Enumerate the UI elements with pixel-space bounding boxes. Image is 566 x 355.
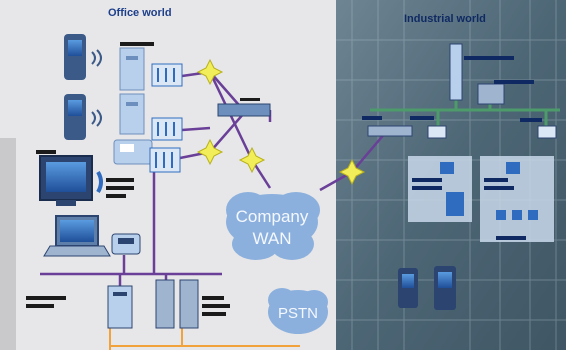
industrial-server xyxy=(477,83,505,105)
wireless-node-4 xyxy=(338,158,366,186)
industrial-title: Industrial world xyxy=(404,13,486,25)
system-phone xyxy=(113,139,153,165)
industrial-handheld-2 xyxy=(434,266,456,310)
base-station-1 xyxy=(119,47,145,91)
pstn-cloud: PSTN xyxy=(268,288,328,334)
wireless-node-1 xyxy=(196,58,224,86)
wan-label-line2: WAN xyxy=(252,229,291,248)
server-tower-3 xyxy=(179,279,199,329)
laptop xyxy=(43,215,111,257)
pbx-module-2 xyxy=(151,117,183,141)
wireless-node-2 xyxy=(196,138,224,166)
industrial-labels xyxy=(362,56,542,240)
server-tower-1 xyxy=(107,285,133,329)
industrial-switch xyxy=(367,125,413,137)
pbx-module-3 xyxy=(149,147,181,173)
company-wan-cloud: Company WAN xyxy=(226,192,320,260)
pstn-label: PSTN xyxy=(278,305,318,322)
mobile-handset-2 xyxy=(64,94,102,140)
access-point-1 xyxy=(427,125,447,139)
field-cell-right xyxy=(480,156,554,242)
workstation-monitor xyxy=(39,155,103,206)
gateway-router xyxy=(217,103,271,117)
office-title: Office world xyxy=(108,7,172,19)
office-labels xyxy=(26,42,260,316)
left-gray-block xyxy=(0,138,16,350)
server-tower-2 xyxy=(155,279,175,329)
wireless-node-3 xyxy=(238,146,266,174)
industrial-controller xyxy=(449,43,463,101)
wan-label-line1: Company xyxy=(236,207,309,226)
base-station-2 xyxy=(119,93,145,135)
pbx-module-1 xyxy=(151,63,183,87)
mobile-handset-1 xyxy=(64,34,102,80)
industrial-handheld-1 xyxy=(398,268,418,308)
access-point-2 xyxy=(537,125,557,139)
orange-links xyxy=(109,326,300,350)
desk-phone xyxy=(111,233,141,255)
